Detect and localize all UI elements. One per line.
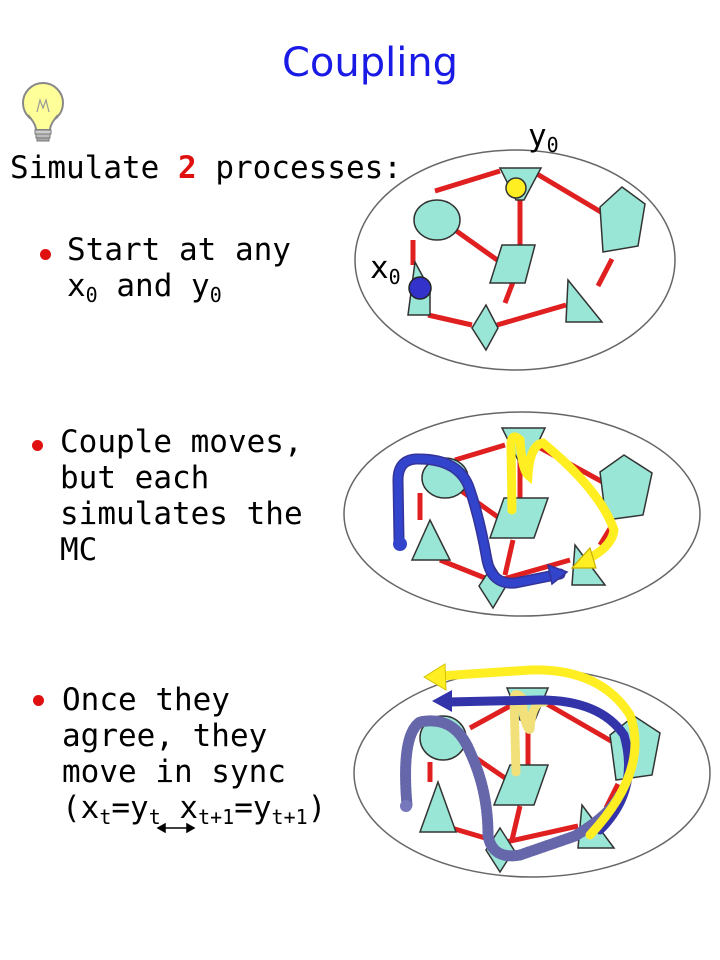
process-count: 2 — [177, 150, 197, 186]
subtitle: Simulate 2 processes: — [10, 150, 402, 186]
sync-arrow-x — [432, 690, 452, 712]
walker-y-arrow — [570, 546, 597, 569]
walker-x-arrow — [546, 563, 569, 586]
markov-chain-graph-2 — [343, 411, 701, 617]
bullet-text-1: Start at any x0 and y0 — [67, 232, 291, 313]
arrow-left-right-icon — [156, 822, 196, 834]
bullet-1-line-1: Start at any — [67, 232, 291, 268]
y0-label: y0 — [528, 118, 559, 157]
walker-y-path-faded — [509, 690, 550, 777]
bullet-marker — [33, 695, 44, 706]
markov-chain-graph-1 — [354, 149, 676, 371]
walker-y-marker — [505, 177, 527, 199]
bullet-marker — [32, 440, 43, 451]
bullet-text-3: Once they agree, they move in sync (xt=y… — [62, 682, 326, 835]
bullet-3-line-2: agree, they — [62, 718, 268, 754]
bullet-2-line-1: Couple moves, — [60, 424, 303, 460]
bullet-3-line-4: (xt=yt xt+1=yt+1) — [62, 790, 327, 829]
bullet-3-line-1: Once they — [62, 682, 230, 718]
bullet-2-line-2: but each — [60, 460, 210, 496]
walker-x-path-faded — [400, 715, 626, 862]
markov-chain-graph-3 — [353, 663, 711, 878]
lightbulb-icon — [22, 82, 64, 142]
sync-path-y — [435, 665, 640, 840]
walker-y-path — [506, 432, 619, 567]
sync-arrow-y — [423, 663, 447, 691]
bullet-1-line-2: x0 and y0 — [67, 268, 222, 307]
walker-x-marker — [408, 276, 432, 300]
bullet-2-line-3: simulates the — [60, 496, 303, 532]
subtitle-before: Simulate — [10, 150, 178, 186]
x0-label: x0 — [370, 250, 401, 289]
page-title: Coupling — [281, 40, 459, 86]
bullet-text-2: Couple moves, but each simulates the MC — [60, 424, 303, 568]
bullet-marker — [40, 249, 51, 260]
bullet-2-line-4: MC — [60, 532, 98, 568]
bullet-3-line-3: move in sync — [62, 754, 286, 790]
subtitle-after: processes: — [196, 150, 402, 186]
